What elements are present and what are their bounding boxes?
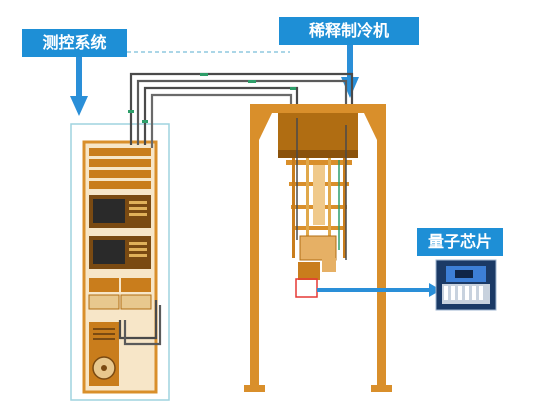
dilution-fridge-arrow bbox=[341, 45, 359, 98]
chip-arrow bbox=[317, 283, 441, 297]
control-rack-outline bbox=[70, 123, 170, 401]
dilution-fridge-label: 稀释制冷机 bbox=[279, 17, 419, 45]
dilution-fridge bbox=[244, 104, 392, 392]
control-rack bbox=[82, 140, 158, 394]
control-system-arrow bbox=[70, 57, 88, 116]
control-system-label: 测控系统 bbox=[22, 29, 127, 57]
cable-connectors bbox=[128, 73, 296, 123]
fridge-top-plate bbox=[278, 113, 358, 155]
quantum-chip-image bbox=[435, 259, 497, 311]
quantum-chip-label: 量子芯片 bbox=[417, 228, 503, 256]
chip-location-highlight bbox=[295, 278, 318, 298]
